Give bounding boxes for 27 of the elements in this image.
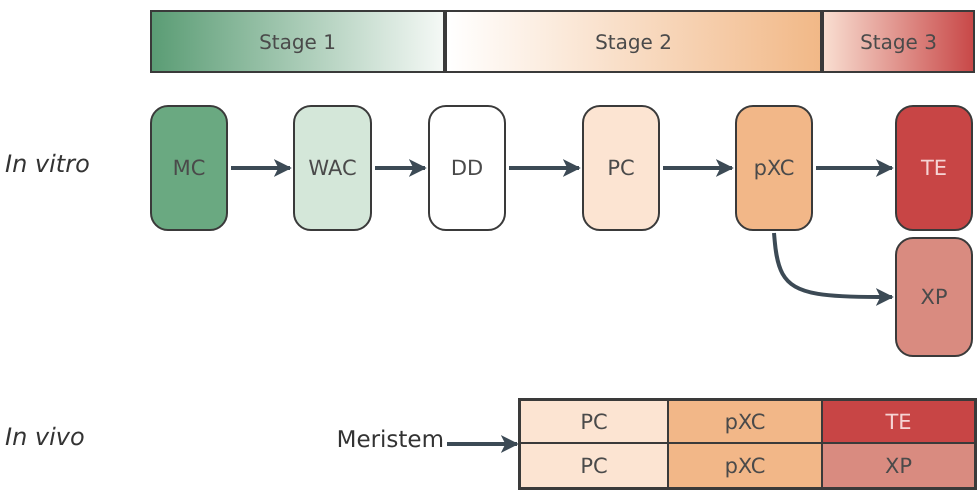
meristem-text: Meristem: [296, 418, 444, 462]
table-cell: XP: [822, 443, 975, 488]
arrow: [816, 159, 894, 177]
table-cell: PC: [520, 443, 668, 488]
table-cell: pXC: [668, 443, 822, 488]
stage-band: Stage 1: [150, 10, 445, 73]
arrow: [447, 435, 519, 453]
arrow: [231, 159, 292, 177]
stage-band: Stage 3: [822, 10, 975, 73]
arrow: [663, 159, 734, 177]
table-cell: pXC: [668, 400, 822, 443]
table-cell: PC: [520, 400, 668, 443]
cell-stage-box: PC: [582, 105, 660, 231]
arrow: [509, 159, 581, 177]
table-cell: TE: [822, 400, 975, 443]
cell-stage-box: MC: [150, 105, 228, 231]
cell-stage-box: TE: [895, 105, 973, 231]
row-label: In vitro: [5, 150, 90, 178]
arrow: [375, 159, 427, 177]
stage-band: Stage 2: [445, 10, 822, 73]
cell-stage-box: XP: [895, 237, 973, 357]
cell-stage-box: DD: [428, 105, 506, 231]
row-label: In vivo: [5, 423, 85, 451]
arrow: [772, 232, 894, 306]
cell-stage-box: WAC: [293, 105, 372, 231]
cell-stage-box: pXC: [735, 105, 813, 231]
cell-stage-table: [520, 400, 975, 488]
